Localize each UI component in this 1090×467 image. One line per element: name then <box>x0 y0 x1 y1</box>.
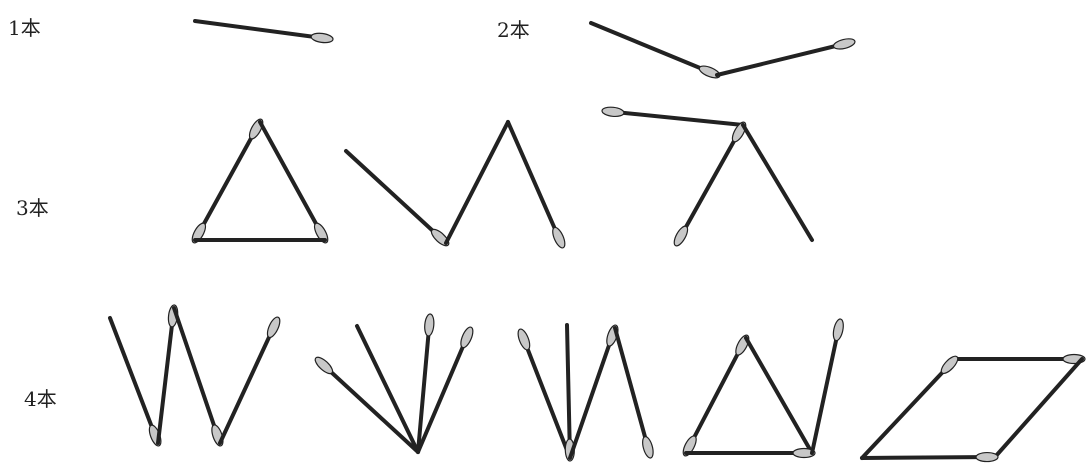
swab-cotton-tip <box>458 325 475 349</box>
swab-stick <box>567 325 570 458</box>
cotton-swab <box>220 315 282 443</box>
swab-cotton-tip <box>602 106 625 117</box>
figure-one-swab <box>195 21 334 44</box>
figure-two-swabs <box>591 23 856 80</box>
cotton-swab <box>743 125 812 240</box>
swab-stick <box>605 111 743 125</box>
swab-stick <box>862 457 995 458</box>
swab-stick <box>195 122 260 240</box>
swab-cotton-tip <box>313 355 335 377</box>
cotton-swab <box>565 325 574 461</box>
swab-cotton-tip <box>976 452 998 461</box>
swab-cotton-tip <box>516 328 532 352</box>
cotton-swab <box>686 449 815 458</box>
figure-four-fan <box>313 314 476 452</box>
cotton-swab <box>158 304 179 443</box>
swab-stick <box>591 23 717 75</box>
swab-stick <box>174 308 220 443</box>
swab-stick <box>508 122 562 245</box>
cotton-swab <box>746 338 812 453</box>
cotton-swab <box>260 122 330 245</box>
figure-three-branch <box>602 106 812 248</box>
cotton-swab <box>110 318 163 447</box>
cotton-swab <box>570 324 620 458</box>
swab-stick <box>357 326 418 452</box>
cotton-swab <box>717 37 856 75</box>
cotton-swab <box>681 333 752 457</box>
figure-four-triangle-tail <box>681 318 845 458</box>
figure-four-w <box>110 304 282 447</box>
figure-three-triangle <box>190 117 331 245</box>
swab-stick <box>717 42 852 75</box>
swab-stick <box>615 328 650 455</box>
swab-cotton-tip <box>550 226 567 250</box>
swab-cotton-tip <box>698 64 722 81</box>
figure-three-zigzag <box>346 122 567 250</box>
figure-four-narrow-w <box>516 324 655 461</box>
swab-cotton-tip <box>265 315 282 339</box>
cotton-swab <box>812 318 845 453</box>
swab-stick <box>570 328 615 458</box>
cotton-swab <box>862 452 998 461</box>
swab-stick <box>110 318 158 443</box>
swab-cotton-tip <box>311 32 334 44</box>
cotton-swab <box>615 328 655 459</box>
cotton-swab <box>190 117 266 245</box>
cotton-swab <box>195 21 334 44</box>
cotton-swab <box>862 354 960 458</box>
swab-cotton-tip <box>641 435 656 459</box>
figure-four-rhombus <box>862 354 1085 462</box>
swab-stick <box>260 122 325 240</box>
swab-stick <box>746 338 812 453</box>
cotton-swab <box>508 122 567 250</box>
cotton-swab <box>313 355 418 452</box>
swab-stick <box>220 320 277 443</box>
swab-stick <box>158 308 174 443</box>
swab-cotton-tip <box>672 224 691 248</box>
swab-stick <box>346 151 446 243</box>
swab-stick <box>862 359 955 458</box>
swab-stick <box>521 332 570 458</box>
cotton-swab <box>516 328 570 458</box>
cotton-swab <box>346 151 451 248</box>
swab-cotton-tip <box>424 314 435 337</box>
cotton-swab <box>955 355 1085 364</box>
swab-stick <box>195 21 330 39</box>
swab-stick <box>677 125 743 243</box>
cotton-swab <box>995 359 1082 457</box>
swab-stick <box>812 322 840 453</box>
swab-stick <box>446 122 508 243</box>
cotton-swab <box>602 106 743 125</box>
cotton-swab <box>591 23 721 80</box>
cotton-swab <box>672 120 749 248</box>
cotton-swab <box>174 308 225 447</box>
swab-stick <box>995 359 1082 457</box>
swab-cotton-tip <box>939 354 961 376</box>
swab-stick <box>318 360 418 452</box>
swab-cotton-tip <box>832 37 856 51</box>
swab-cotton-tip <box>832 318 845 341</box>
swab-stick <box>743 125 812 240</box>
cotton-swab <box>446 122 508 243</box>
cotton-swab <box>357 326 418 452</box>
